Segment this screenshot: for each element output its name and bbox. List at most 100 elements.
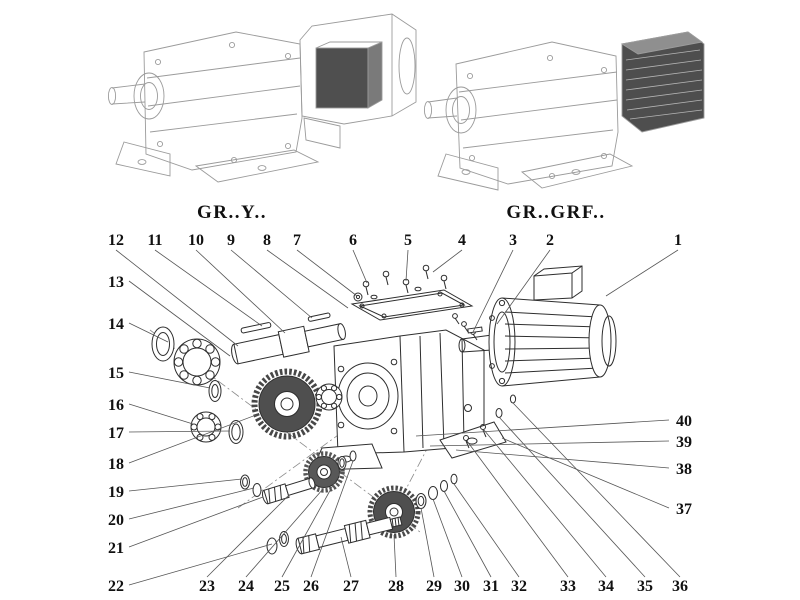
housing-cover-plate bbox=[350, 289, 474, 321]
callout-number-13: 13 bbox=[108, 274, 124, 291]
seals-and-bearings bbox=[151, 326, 244, 444]
callout-number-14: 14 bbox=[108, 316, 124, 333]
leader-line-34 bbox=[483, 429, 607, 578]
leader-line-11 bbox=[154, 249, 263, 327]
variant-label-gr-y: GR..Y.. bbox=[197, 202, 267, 223]
callout-number-32: 32 bbox=[511, 578, 527, 595]
callout-number-11: 11 bbox=[147, 232, 162, 249]
callout-number-34: 34 bbox=[598, 578, 614, 595]
callout-number-23: 23 bbox=[199, 578, 215, 595]
callout-number-17: 17 bbox=[108, 425, 124, 442]
leader-line-36 bbox=[512, 402, 681, 578]
leader-line-21 bbox=[128, 496, 264, 548]
leader-line-39 bbox=[429, 440, 670, 447]
exploded-view bbox=[149, 264, 617, 555]
callout-number-21: 21 bbox=[108, 540, 124, 557]
leader-line-13 bbox=[128, 280, 231, 357]
output-shaft-end bbox=[427, 97, 458, 119]
leader-line-38 bbox=[455, 449, 670, 469]
leader-line-18 bbox=[128, 414, 257, 464]
leader-line-40 bbox=[415, 419, 670, 437]
leader-line-7 bbox=[296, 249, 358, 297]
callout-number-38: 38 bbox=[676, 461, 692, 478]
callout-number-25: 25 bbox=[274, 578, 290, 595]
shaft-key bbox=[240, 322, 272, 334]
leader-line-12 bbox=[115, 249, 239, 347]
leader-line-37 bbox=[501, 437, 670, 509]
foot-bolts bbox=[463, 424, 487, 449]
leader-line-31 bbox=[443, 490, 492, 578]
callout-number-24: 24 bbox=[238, 578, 254, 595]
leader-line-16 bbox=[128, 403, 194, 425]
oil-seal bbox=[151, 326, 175, 362]
callout-number-19: 19 bbox=[108, 484, 124, 501]
gear-teeth bbox=[303, 451, 345, 493]
leader-line-35 bbox=[498, 416, 646, 578]
callout-number-40: 40 bbox=[676, 413, 692, 430]
callout-number-8: 8 bbox=[263, 232, 271, 249]
leader-line-19 bbox=[128, 478, 243, 492]
callout-number-4: 4 bbox=[458, 232, 466, 249]
spacer-ring bbox=[228, 420, 244, 444]
leader-line-27 bbox=[340, 536, 352, 578]
leader-line-4 bbox=[432, 249, 463, 273]
leader-line-23 bbox=[206, 494, 290, 578]
callout-number-9: 9 bbox=[227, 232, 235, 249]
electric-motor bbox=[452, 265, 617, 387]
leader-line-26 bbox=[310, 460, 354, 578]
output-shaft-end bbox=[111, 83, 146, 105]
leader-line-6 bbox=[352, 249, 368, 284]
leader-line-1 bbox=[605, 249, 679, 297]
callout-number-37: 37 bbox=[676, 501, 692, 518]
leader-line-28 bbox=[393, 534, 397, 578]
callout-number-30: 30 bbox=[454, 578, 470, 595]
callout-number-36: 36 bbox=[672, 578, 688, 595]
leader-line-5 bbox=[405, 249, 409, 282]
leader-line-20 bbox=[128, 487, 255, 520]
leader-line-14 bbox=[128, 322, 169, 343]
callout-number-6: 6 bbox=[349, 232, 357, 249]
leader-line-8 bbox=[266, 249, 349, 309]
callout-number-20: 20 bbox=[108, 512, 124, 529]
leader-line-2 bbox=[496, 249, 551, 325]
assembled-gearmotor-left bbox=[107, 13, 417, 183]
leader-line-22 bbox=[128, 543, 273, 586]
leader-line-25 bbox=[281, 468, 343, 578]
leader-line-30 bbox=[432, 498, 463, 578]
callout-number-1: 1 bbox=[674, 232, 682, 249]
callout-number-35: 35 bbox=[637, 578, 653, 595]
leader-line-32 bbox=[453, 483, 520, 578]
callout-number-22: 22 bbox=[108, 578, 124, 595]
callout-number-27: 27 bbox=[343, 578, 359, 595]
vent-plug bbox=[353, 292, 363, 302]
motor-shaft-stub bbox=[461, 334, 493, 353]
callout-number-7: 7 bbox=[293, 232, 301, 249]
callout-number-15: 15 bbox=[108, 365, 124, 382]
callout-number-10: 10 bbox=[188, 232, 204, 249]
motor-fins bbox=[504, 311, 601, 374]
leader-line-3 bbox=[472, 249, 514, 333]
assembled-gearmotor-right bbox=[423, 31, 705, 191]
callout-number-5: 5 bbox=[404, 232, 412, 249]
callout-number-16: 16 bbox=[108, 397, 124, 414]
callout-number-39: 39 bbox=[676, 434, 692, 451]
callout-number-29: 29 bbox=[426, 578, 442, 595]
input-pinion-shaft bbox=[295, 516, 403, 555]
leader-line-29 bbox=[420, 507, 435, 578]
leader-line-15 bbox=[128, 371, 211, 389]
variant-label-gr-grf: GR..GRF.. bbox=[506, 202, 606, 223]
callout-number-33: 33 bbox=[560, 578, 576, 595]
leader-line-33 bbox=[466, 440, 569, 578]
leader-line-24 bbox=[245, 488, 324, 578]
callout-number-2: 2 bbox=[546, 232, 554, 249]
shaft-key bbox=[307, 312, 331, 322]
callout-number-28: 28 bbox=[388, 578, 404, 595]
motor-stator bbox=[315, 47, 369, 109]
callout-number-26: 26 bbox=[303, 578, 319, 595]
gear-housing bbox=[311, 329, 507, 471]
callout-number-18: 18 bbox=[108, 456, 124, 473]
intermediate-pinion-shaft bbox=[261, 477, 316, 505]
